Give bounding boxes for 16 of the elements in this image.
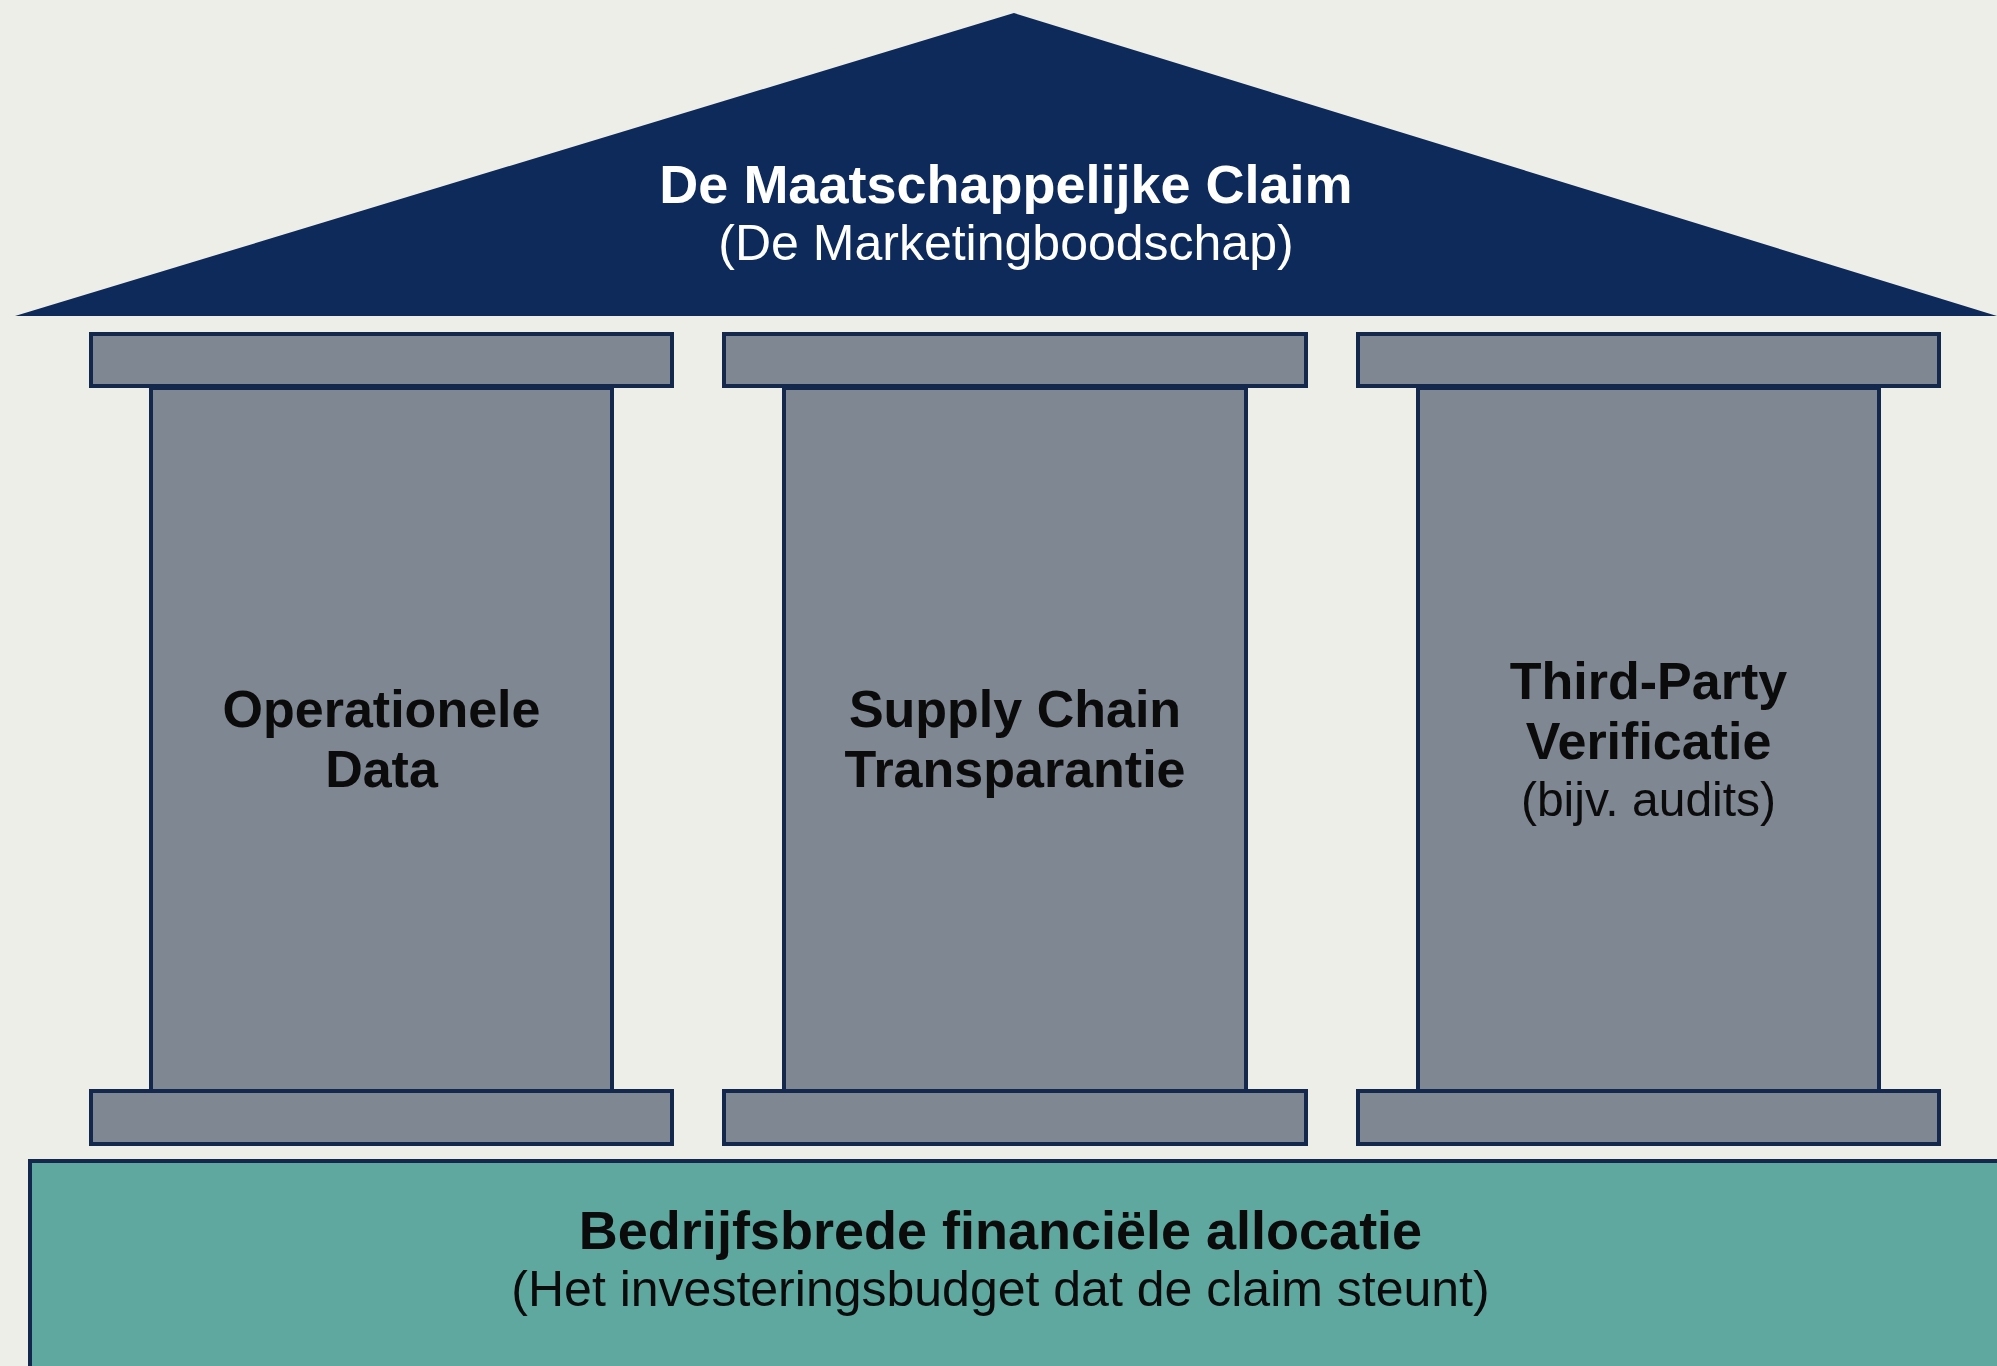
pillar-slab [1356, 1089, 1941, 1146]
pillar-slab [89, 1089, 674, 1146]
heading-text: Supply Chain Transparantie [843, 679, 1187, 800]
foundation-block [28, 1159, 1997, 1366]
pillar-slab [1356, 332, 1941, 388]
heading-text: De Maatschappelijke Claim [659, 153, 1353, 216]
subtitle-text: (De Marketingboodschap) [718, 215, 1294, 273]
subtitle-text: (bijv. audits) [1520, 771, 1777, 827]
pillar-slab [89, 332, 674, 388]
heading-text: Bedrijfsbrede financiële allocatie [578, 1199, 1423, 1262]
subtitle-text: (Het investeringsbudget dat de claim steunt) [511, 1261, 1490, 1319]
pillar-slab [722, 332, 1308, 388]
heading-text: Operationele Data [221, 679, 542, 800]
heading-text: Third-Party Verificatie [1508, 652, 1789, 772]
pillar-slab [722, 1089, 1308, 1146]
roof-triangle [15, 13, 1997, 316]
